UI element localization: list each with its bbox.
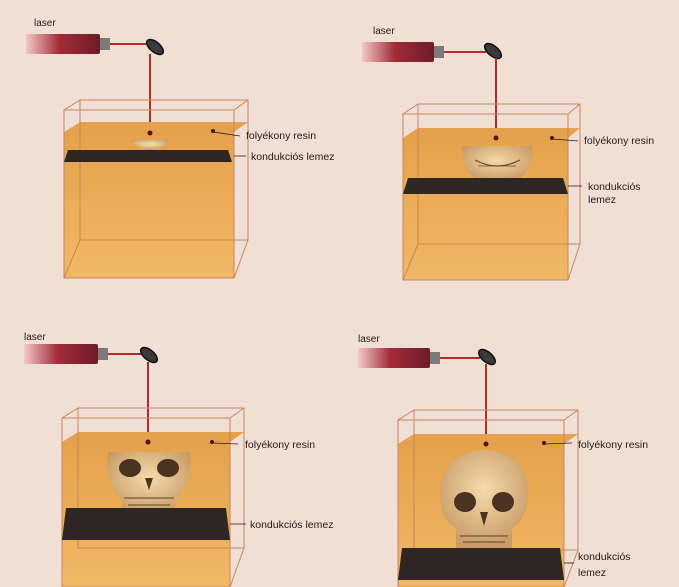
laser-emitter-icon [24,344,160,365]
laser-emitter-icon [362,41,504,62]
panel-3: laser folyékony [24,332,333,587]
laser-label: laser [24,332,46,343]
build-plate [62,508,230,540]
plate-label: kondukciós lemez [251,151,334,163]
panel-2: laser folyékony resin [362,26,654,280]
resin-vat [62,408,244,587]
resin-label: folyékony resin [578,439,648,451]
resin-label: folyékony resin [246,130,316,142]
laser-label: laser [358,334,380,345]
plate-label-line2: lemez [588,194,616,206]
laser-emitter-icon [358,347,498,368]
plate-label-line2: lemez [578,567,606,579]
build-plate [64,150,232,162]
laser-label: laser [34,18,56,29]
plate-label: kondukciós [578,551,631,563]
resin-label: folyékony resin [584,135,654,147]
laser-label: laser [373,26,395,37]
resin-vat [64,100,248,278]
plate-label: kondukciós [588,181,641,193]
build-plate [398,548,564,580]
build-plate [403,178,568,194]
resin-label: folyékony resin [245,439,315,451]
panel-4: laser folyékony [358,334,648,587]
panel-1: laser folyékony resin kondukciós lemez [26,18,334,278]
plate-label: kondukciós lemez [250,519,333,531]
laser-emitter-icon [26,34,166,57]
